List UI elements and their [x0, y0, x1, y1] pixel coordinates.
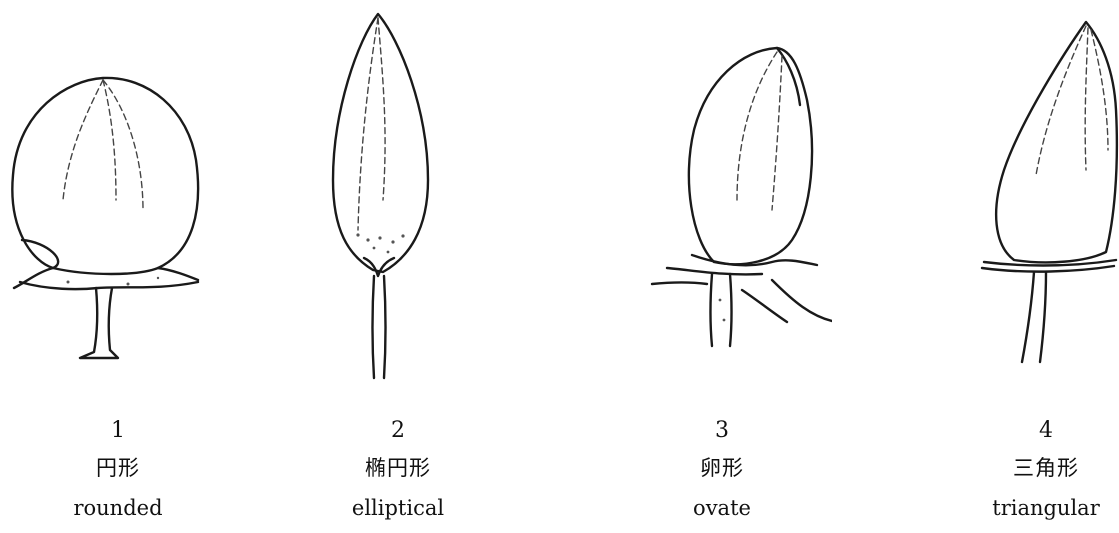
bud-number: 1	[8, 420, 228, 442]
elliptical-bud-icon	[288, 0, 508, 390]
bud-item-elliptical: 2 椭円形 elliptical	[288, 0, 508, 533]
bud-shape-english-label: rounded	[8, 498, 228, 519]
bud-shape-chinese-label: 椭円形	[288, 458, 508, 479]
bud-item-triangular: 4 三角形 triangular	[936, 0, 1119, 533]
bud-shape-english-label: triangular	[936, 498, 1119, 519]
bud-shape-chinese-label: 卵形	[612, 458, 832, 479]
triangular-bud-icon	[936, 0, 1119, 390]
bud-number: 2	[288, 420, 508, 442]
bud-number: 4	[936, 420, 1119, 442]
ovate-bud-icon	[612, 0, 832, 390]
bud-shape-english-label: elliptical	[288, 498, 508, 519]
rounded-bud-icon	[8, 0, 228, 390]
bud-item-ovate: 3 卵形 ovate	[612, 0, 832, 533]
bud-shape-chinese-label: 円形	[8, 458, 228, 479]
bud-item-rounded: 1 円形 rounded	[8, 0, 228, 533]
bud-shape-english-label: ovate	[612, 498, 832, 519]
bud-number: 3	[612, 420, 832, 442]
bud-shape-chinese-label: 三角形	[936, 458, 1119, 479]
